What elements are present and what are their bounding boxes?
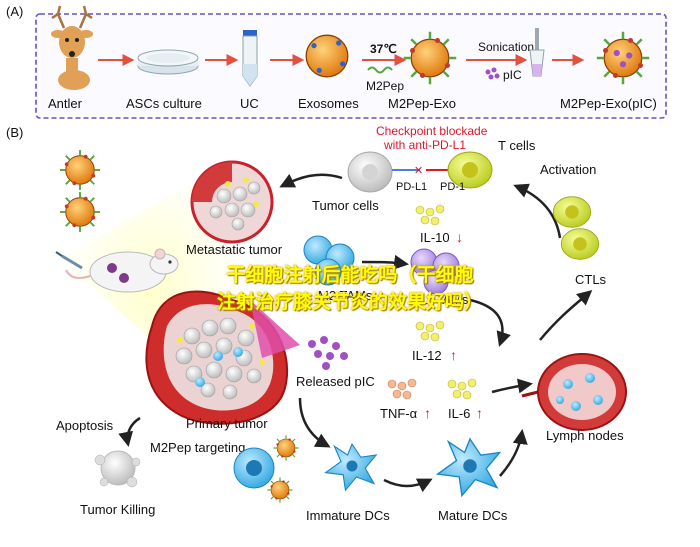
- activation-label: Activation: [540, 162, 596, 177]
- mouse-icon: [55, 248, 179, 293]
- centrifuge-tube-icon: [242, 30, 258, 87]
- apoptosis-label: Apoptosis: [56, 418, 114, 433]
- il10-cytokines: [415, 204, 445, 226]
- arrow-apoptosis: [118, 416, 141, 447]
- panel-a-tag: (A): [6, 4, 23, 19]
- watermark-overlay-text: 干细胞注射后能吃吗（干细胞 注射治疗膝关节炎的效果好吗）: [170, 262, 530, 316]
- il10-label: IL-10: [420, 230, 450, 245]
- immature-dc-icon: [325, 443, 377, 491]
- arrow-m1-cytokines: [469, 298, 511, 347]
- checkpoint-title: Checkpoint blockade: [376, 124, 488, 138]
- panel-b-tag: (B): [6, 125, 23, 140]
- tumor-killing-label: Tumor Killing: [80, 502, 155, 517]
- m1-tams-icon: [410, 248, 460, 295]
- temperature-label: 37℃: [370, 42, 397, 56]
- targeting-exosome-1: [272, 434, 300, 462]
- arrow-to-ctls: [539, 290, 593, 341]
- ctl-icon-1: [552, 196, 592, 228]
- ctl-icon-2: [560, 228, 600, 260]
- lymph-node-icon: [521, 353, 627, 431]
- targeted-tam-icon: [233, 447, 275, 489]
- metastatic-tumor-icon: [190, 160, 274, 244]
- pd-l1-label: PD-L1: [396, 181, 427, 193]
- tumor-cells-label: Tumor cells: [312, 198, 379, 213]
- il6-cytokines: [447, 378, 477, 400]
- dying-cell-icon: [94, 450, 141, 488]
- tumor-cell-pdl1-icon: [347, 151, 393, 193]
- il6-up-arrow: ↑: [476, 405, 483, 421]
- step-m2pep-exo-pic: M2Pep-Exo(pIC): [560, 96, 657, 111]
- petri-dish-icon: [137, 49, 199, 75]
- tnf-up-arrow: ↑: [424, 405, 431, 421]
- m2pep-exo-pic-icon: [595, 30, 651, 86]
- panel-b: (B) Metastatic tumor: [6, 124, 627, 523]
- step-antler: Antler: [48, 96, 83, 111]
- sonication-label: Sonication: [478, 40, 534, 54]
- primary-tumor-icon: [145, 290, 289, 425]
- checkpoint-subtitle: with anti-PD-L1: [383, 138, 466, 152]
- arrow-repolarization: [361, 254, 409, 270]
- pic-icon: [485, 67, 500, 80]
- panel-a: (A): [6, 4, 667, 119]
- peptide-icon: [367, 66, 393, 74]
- arrow-to-immature-dcs: [298, 397, 331, 448]
- injected-exosome-1: [59, 149, 101, 191]
- overlay-line-2: 注射治疗膝关节炎的效果好吗）: [216, 291, 483, 313]
- il10-down-arrow: ↓: [456, 229, 463, 245]
- step-exosomes: Exosomes: [298, 96, 359, 111]
- arrow-to-metastatic: [279, 173, 343, 188]
- step-m2pep-exo: M2Pep-Exo: [388, 96, 456, 111]
- immature-dcs-label: Immature DCs: [306, 508, 390, 523]
- m2pep-reagent-label: M2Pep: [366, 79, 404, 93]
- arrow-activation: [513, 183, 562, 239]
- m2-tams-label: M2 TAMs: [318, 288, 373, 303]
- m1-tams-label: M1 TAMs: [414, 292, 469, 307]
- m2pep-targeting-beam: [250, 300, 300, 358]
- m2pep-exo-icon: [402, 30, 458, 86]
- lymph-nodes-label: Lymph nodes: [546, 428, 624, 443]
- tnf-cytokines: [387, 378, 417, 400]
- pd-1-label: PD-1: [440, 181, 465, 193]
- panel-a-frame: [35, 13, 667, 119]
- mature-dcs-label: Mature DCs: [438, 508, 508, 523]
- injected-exosome-2: [59, 191, 101, 233]
- targeting-exosome-2: [266, 476, 294, 504]
- step-ascs-culture: ASCs culture: [126, 96, 202, 111]
- metastatic-tumor-label: Metastatic tumor: [186, 242, 283, 257]
- released-pic-label: Released pIC: [296, 374, 375, 389]
- t-cells-label: T cells: [498, 138, 536, 153]
- exosome-icon: [305, 34, 349, 78]
- mature-dc-icon: [436, 438, 501, 497]
- il12-up-arrow: ↑: [450, 347, 457, 363]
- tnf-label: TNF-α: [380, 406, 418, 421]
- overlay-line-1: 干细胞注射后能吃吗（干细胞: [226, 264, 474, 286]
- il12-label: IL-12: [412, 348, 442, 363]
- il6-label: IL-6: [448, 406, 470, 421]
- arrow-maturation: [383, 478, 433, 493]
- sonication-tube-icon: [529, 28, 545, 77]
- released-pic-icon: [308, 336, 348, 370]
- m2-tams-icon: [303, 235, 355, 286]
- m2pep-targeting-label: M2Pep targeting: [150, 440, 245, 455]
- arrow-to-lymph: [491, 378, 533, 394]
- blockade-x: ✕: [414, 165, 423, 177]
- pic-reagent-label: pIC: [503, 68, 522, 82]
- primary-tumor-label: Primary tumor: [186, 416, 268, 431]
- arrow-dc-to-lymph: [499, 429, 528, 477]
- il12-cytokines: [415, 320, 445, 342]
- antler-deer-icon: [51, 5, 93, 90]
- step-uc: UC: [240, 96, 259, 111]
- ctls-label: CTLs: [575, 272, 607, 287]
